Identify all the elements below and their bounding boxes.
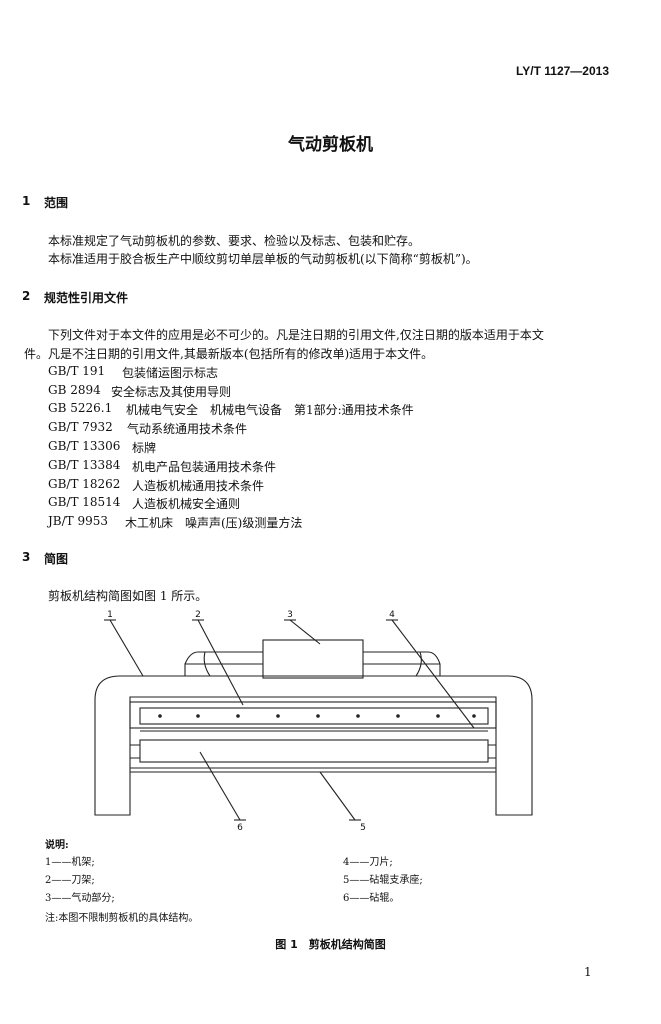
reference-title: 标牌	[132, 441, 157, 455]
knife-holder-inner	[139, 707, 489, 725]
callout-6: 6	[237, 823, 243, 833]
legend-item: 3——气动部分;	[45, 893, 115, 904]
pneumatic-block	[262, 639, 364, 679]
section-1-paragraph-2: 本标准适用于胶合板生产中顺纹剪切单层单板的气动剪板机(以下简称“剪板机”)。	[48, 252, 478, 266]
standard-number: LY/T 1127—2013	[516, 64, 609, 78]
leader-line-4	[391, 619, 475, 729]
legend-item: 2——刀架;	[45, 875, 95, 886]
reference-title: 包装储运图示标志	[122, 366, 219, 380]
left-bracket	[184, 651, 211, 677]
bolt-hole	[356, 714, 360, 718]
page-number: 1	[584, 965, 592, 979]
section-2-title: 规范性引用文件	[44, 291, 129, 305]
reference-code: GB/T 191	[48, 364, 106, 378]
bolt-hole	[236, 714, 240, 718]
reference-title: 人造板机械安全通则	[132, 497, 241, 511]
section-2-paragraph-2: 件。凡是不注日期的引用文件,其最新版本(包括所有的修改单)适用于本文件。	[24, 347, 434, 361]
reference-code: GB/T 18262	[48, 477, 121, 491]
reference-title: 木工机床 噪声声(压)级测量方法	[125, 516, 303, 530]
leader-line-5	[319, 771, 356, 821]
bolt-hole	[436, 714, 440, 718]
reference-title: 机械电气安全 机械电气设备 第1部分:通用技术条件	[126, 403, 414, 417]
legend-item: 6——砧辊。	[343, 893, 400, 904]
callout-4: 4	[389, 610, 395, 620]
reference-code: GB/T 7932	[48, 420, 113, 434]
reference-title: 气动系统通用技术条件	[127, 422, 248, 436]
callout-5: 5	[360, 823, 366, 833]
bolt-hole	[158, 714, 162, 718]
bolt-hole	[276, 714, 280, 718]
legend-item: 5——砧辊支承座;	[343, 875, 423, 886]
figure-caption: 图 1 剪板机结构简图	[275, 938, 386, 951]
roller-support	[130, 744, 496, 759]
reference-code: JB/T 9953	[48, 514, 109, 528]
document-title: 气动剪板机	[288, 135, 373, 155]
anvil-roller	[139, 739, 489, 763]
callout-2: 2	[195, 610, 201, 620]
bolt-hole	[196, 714, 200, 718]
frame-outline	[94, 675, 533, 816]
reference-code: GB 5226.1	[48, 401, 113, 415]
leader-line-6	[199, 751, 241, 821]
section-3-title: 简图	[44, 552, 69, 566]
right-bracket	[415, 651, 441, 677]
section-2-paragraph-1: 下列文件对于本文件的应用是必不可少的。凡是注日期的引用文件,仅注日期的版本适用于…	[48, 328, 544, 342]
knife-holder-outer	[129, 701, 497, 729]
leader-line-2	[197, 619, 244, 706]
leader-line-1	[109, 619, 144, 677]
section-1-number: 1	[22, 194, 31, 208]
legend-heading: 说明:	[45, 840, 69, 851]
callout-1: 1	[107, 610, 113, 620]
reference-code: GB 2894	[48, 383, 101, 397]
bolt-hole	[472, 714, 476, 718]
reference-title: 机电产品包装通用技术条件	[132, 460, 277, 474]
leader-line-3	[289, 619, 321, 645]
knife-holder-bolts	[158, 714, 476, 718]
bolt-hole	[316, 714, 320, 718]
legend-item: 4——刀片;	[343, 857, 393, 868]
section-2-number: 2	[22, 289, 31, 303]
top-rail	[185, 651, 440, 665]
section-3-number: 3	[22, 550, 31, 564]
reference-code: GB/T 13384	[48, 458, 121, 472]
reference-code: GB/T 13306	[48, 439, 121, 453]
section-1-title: 范围	[44, 196, 69, 210]
bolt-hole	[396, 714, 400, 718]
section-1-paragraph-1: 本标准规定了气动剪板机的参数、要求、检验以及标志、包装和贮存。	[48, 234, 421, 248]
callout-3: 3	[287, 610, 293, 620]
reference-title: 人造板机械通用技术条件	[132, 479, 265, 493]
reference-code: GB/T 18514	[48, 495, 121, 509]
section-3-paragraph-1: 剪板机结构简图如图 1 所示。	[48, 589, 208, 603]
legend-item: 1——机架;	[45, 857, 95, 868]
reference-title: 安全标志及其使用导则	[111, 385, 232, 399]
figure-note: 注:本图不限制剪板机的具体结构。	[45, 913, 199, 924]
